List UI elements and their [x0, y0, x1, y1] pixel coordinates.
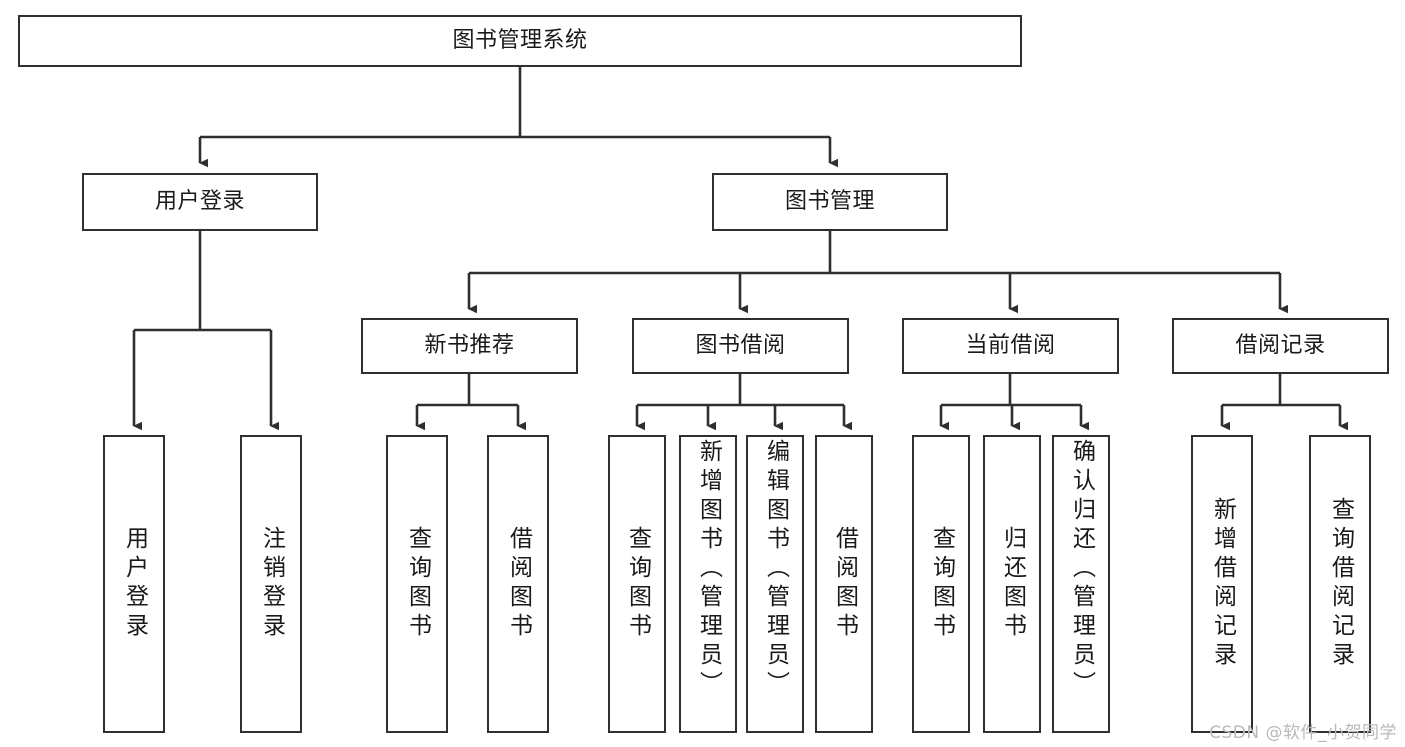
- leaf-node-label: 确认归还（管理员）: [1068, 439, 1095, 700]
- leaf-node-add-borrow-record[interactable]: 新增借阅记录: [1191, 435, 1253, 733]
- leaf-node-label: 注销登录: [258, 526, 285, 642]
- leaf-node-borrow-book-recommend[interactable]: 借阅图书: [487, 435, 549, 733]
- node-borrow-record-label: 借阅记录: [1235, 333, 1326, 359]
- leaf-node-label: 查询借阅记录: [1327, 497, 1354, 671]
- node-user-login[interactable]: 用户登录: [82, 173, 318, 231]
- leaf-node-user-login[interactable]: 用户登录: [103, 435, 165, 733]
- leaf-node-query-book-recommend[interactable]: 查询图书: [386, 435, 448, 733]
- leaf-node-label: 编辑图书（管理员）: [762, 439, 789, 700]
- leaf-node-label: 查询图书: [404, 526, 431, 642]
- leaf-node-label: 查询图书: [624, 526, 651, 642]
- leaf-node-label: 借阅图书: [505, 526, 532, 642]
- node-current-borrow[interactable]: 当前借阅: [902, 318, 1119, 374]
- leaf-node-borrow-book[interactable]: 借阅图书: [815, 435, 873, 733]
- leaf-node-return-book[interactable]: 归还图书: [983, 435, 1041, 733]
- leaf-node-label: 借阅图书: [831, 526, 858, 642]
- leaf-node-logout[interactable]: 注销登录: [240, 435, 302, 733]
- node-book-management[interactable]: 图书管理: [712, 173, 948, 231]
- leaf-node-label: 用户登录: [121, 526, 148, 642]
- leaf-node-edit-book-admin[interactable]: 编辑图书（管理员）: [746, 435, 804, 733]
- node-book-management-label: 图书管理: [784, 189, 875, 215]
- leaf-node-label: 归还图书: [999, 526, 1026, 642]
- leaf-node-confirm-return-admin[interactable]: 确认归还（管理员）: [1052, 435, 1110, 733]
- node-book-management-system[interactable]: 图书管理系统: [18, 15, 1022, 67]
- node-root-label: 图书管理系统: [452, 28, 588, 54]
- node-current-borrow-label: 当前借阅: [965, 333, 1056, 359]
- leaf-node-add-book-admin[interactable]: 新增图书（管理员）: [679, 435, 737, 733]
- leaf-node-query-borrow-record[interactable]: 查询借阅记录: [1309, 435, 1371, 733]
- node-borrow-record[interactable]: 借阅记录: [1172, 318, 1389, 374]
- leaf-node-query-book-borrow[interactable]: 查询图书: [608, 435, 666, 733]
- leaf-node-label: 新增借阅记录: [1209, 497, 1236, 671]
- node-new-book-recommend[interactable]: 新书推荐: [361, 318, 578, 374]
- leaf-node-query-book-current[interactable]: 查询图书: [912, 435, 970, 733]
- leaf-node-label: 新增图书（管理员）: [695, 439, 722, 700]
- leaf-node-label: 查询图书: [928, 526, 955, 642]
- node-user-login-label: 用户登录: [154, 189, 245, 215]
- csdn-watermark: CSDN @软件_小贺同学: [1209, 723, 1397, 743]
- node-book-borrow[interactable]: 图书借阅: [632, 318, 849, 374]
- node-book-borrow-label: 图书借阅: [695, 333, 786, 359]
- node-new-book-recommend-label: 新书推荐: [424, 333, 515, 359]
